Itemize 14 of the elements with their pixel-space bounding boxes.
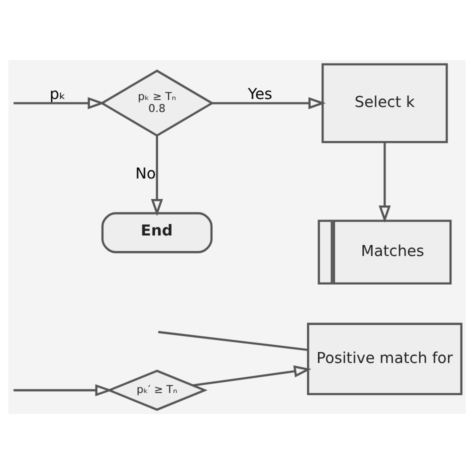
node-diamond: pₖ ≥ Tₙ 0.8: [100, 70, 214, 137]
arrow: [212, 97, 326, 110]
edge-label: Yes: [248, 85, 272, 104]
edge-label: No: [135, 164, 156, 182]
edge-label: pₖ: [50, 85, 66, 104]
arrow: [14, 384, 113, 396]
arrow: [193, 365, 312, 386]
arrow: [150, 136, 164, 216]
node-box: Select k: [322, 63, 448, 144]
arrow: [14, 97, 106, 110]
node-box: End: [101, 212, 213, 254]
node-box: Positive match for: [307, 322, 462, 396]
arrow: [378, 142, 391, 223]
connector: [158, 330, 308, 351]
